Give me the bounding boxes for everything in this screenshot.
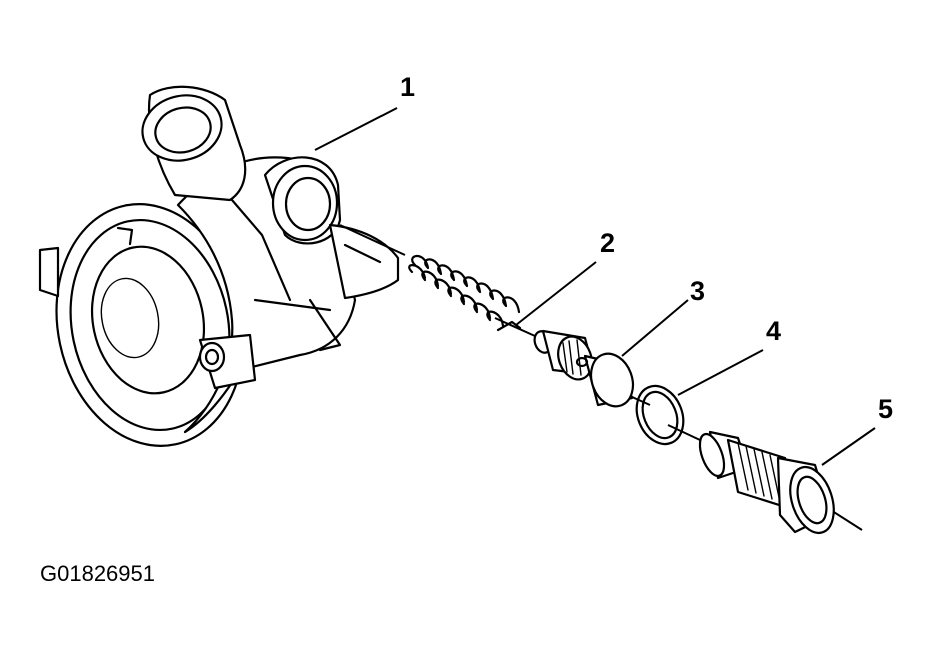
callout-2: 2 [600,228,616,258]
callout-1: 1 [400,72,416,102]
callout-5: 5 [878,394,894,424]
callout-3: 3 [690,276,706,306]
leader-line-1 [314,107,398,151]
spring-part [408,254,522,332]
figure-id: G01826951 [40,561,155,586]
pump-housing-part [38,85,400,447]
leader-lines [314,107,876,466]
callout-4: 4 [766,316,782,346]
leader-line-3 [621,299,689,357]
o-ring-part [635,384,685,446]
leader-line-5 [821,427,876,466]
leader-line-2 [515,261,597,326]
fitting-part [698,430,835,535]
leader-line-4 [677,349,764,396]
valve-part [533,329,635,408]
